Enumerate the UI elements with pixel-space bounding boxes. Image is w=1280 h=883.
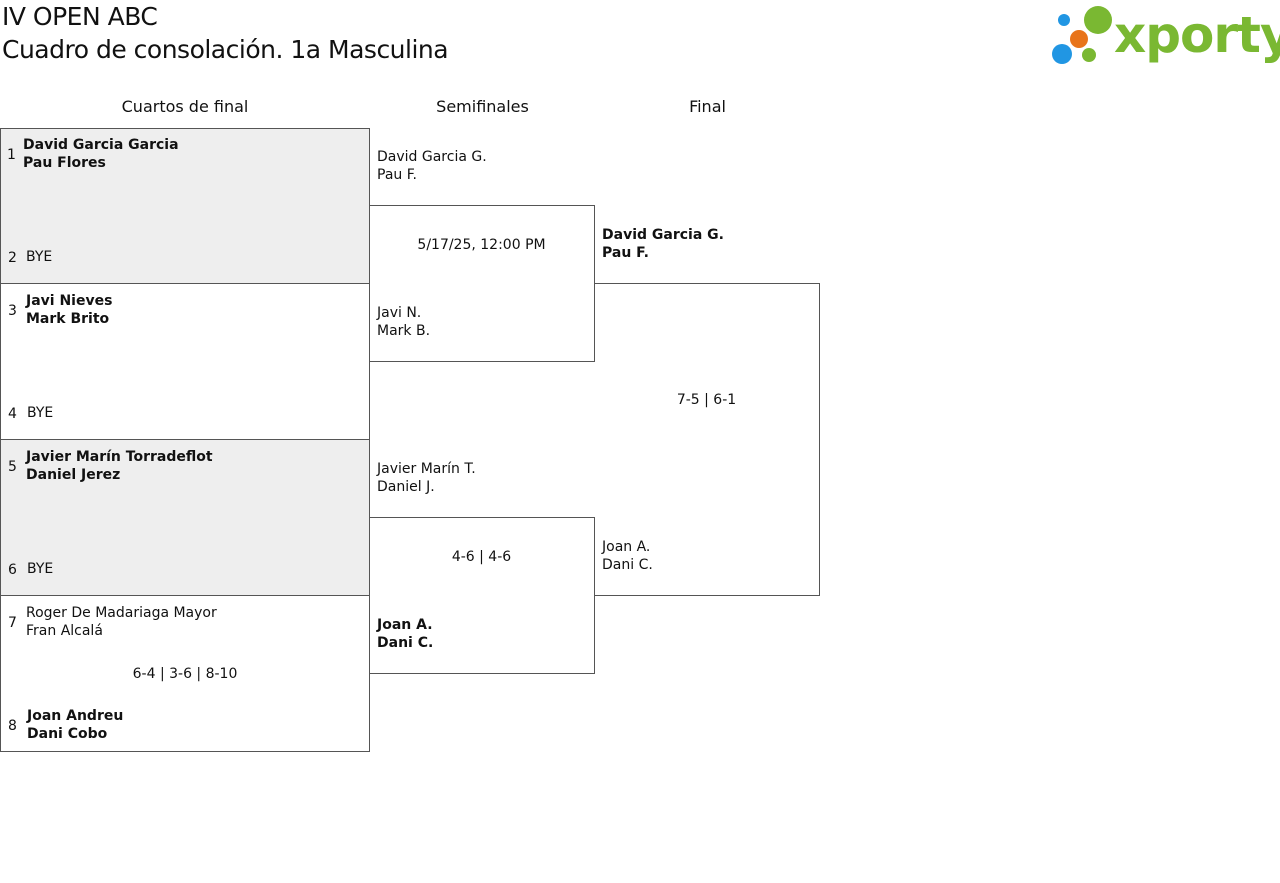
seed-number: 3 (8, 303, 17, 319)
team-b-bye: BYE (27, 405, 54, 421)
logo-dot-blue-large-icon (1052, 44, 1072, 64)
final-match[interactable]: 7-5 | 6-1 (594, 283, 820, 596)
team-a-player-2: Pau Flores (23, 155, 106, 171)
column-header-final: Final (689, 97, 726, 116)
seed-number: 8 (8, 718, 17, 734)
team-a-player-1: Roger De Madariaga Mayor (26, 605, 217, 621)
team-b-bye: BYE (27, 561, 54, 577)
column-header-quarterfinals: Cuartos de final (121, 97, 249, 116)
quarterfinal-match-4[interactable]: 7 Roger De Madariaga Mayor Fran Alcalá 6… (0, 595, 370, 752)
xporty-logo[interactable]: xporty (1050, 4, 1280, 68)
final-team-a-player-1: David Garcia G. (602, 227, 724, 243)
tournament-title: IV OPEN ABC (2, 2, 158, 31)
team-a-player-2: Mark Brito (26, 311, 110, 327)
quarterfinal-match-3[interactable]: 5 Javier Marín Torradeflot Daniel Jerez … (0, 439, 370, 596)
semifinal-1-team-a-player-2: Pau F. (377, 167, 417, 183)
match-result: 4-6 | 4-6 (451, 549, 512, 565)
semifinal-1-team-a-player-1: David Garcia G. (377, 149, 487, 165)
seed-number: 2 (8, 250, 17, 266)
team-b-bye: BYE (26, 249, 53, 265)
final-result: 7-5 | 6-1 (676, 392, 737, 408)
seed-number: 1 (7, 147, 16, 163)
logo-dot-green-icon (1084, 6, 1112, 34)
match-schedule: 5/17/25, 12:00 PM (417, 237, 546, 253)
semifinal-2-team-a-player-1: Javier Marín T. (377, 461, 476, 477)
team-a-player-1: Javi Nieves (26, 293, 113, 309)
team-a-player-2: Daniel Jerez (26, 467, 121, 483)
quarterfinal-match-2[interactable]: 3 Javi Nieves Mark Brito 4 BYE (0, 283, 370, 440)
column-header-semifinals: Semifinales (436, 97, 529, 116)
seed-number: 5 (8, 459, 17, 475)
team-a-player-1: David Garcia Garcia (23, 137, 179, 153)
quarterfinal-match-1[interactable]: 1 David Garcia Garcia Pau Flores 2 BYE (0, 128, 370, 284)
final-team-b-player-1: Joan A. (602, 539, 651, 555)
seed-number: 4 (8, 406, 17, 422)
seed-number: 6 (8, 562, 17, 578)
logo-dot-blue-icon (1058, 14, 1070, 26)
final-team-b-player-2: Dani C. (602, 557, 653, 573)
draw-subtitle: Cuadro de consolación. 1a Masculina (2, 35, 449, 64)
match-result: 6-4 | 3-6 | 8-10 (132, 666, 238, 682)
semifinal-1-team-b-player-1: Javi N. (377, 305, 422, 321)
team-b-player-1: Joan Andreu (27, 708, 124, 724)
semifinal-2-team-a-player-2: Daniel J. (377, 479, 435, 495)
logo-dot-orange-icon (1070, 30, 1088, 48)
seed-number: 7 (8, 615, 17, 631)
semifinal-2-team-b-player-1: Joan A. (377, 617, 433, 633)
logo-dot-green-small-icon (1082, 48, 1096, 62)
semifinal-2-team-b-player-2: Dani C. (377, 635, 434, 651)
team-b-player-2: Dani Cobo (27, 726, 108, 742)
team-a-player-2: Fran Alcalá (26, 623, 103, 639)
semifinal-1-team-b-player-2: Mark B. (377, 323, 431, 339)
final-team-a-player-2: Pau F. (602, 245, 649, 261)
logo-wordmark: xporty (1114, 6, 1280, 64)
team-a-player-1: Javier Marín Torradeflot (26, 449, 213, 465)
